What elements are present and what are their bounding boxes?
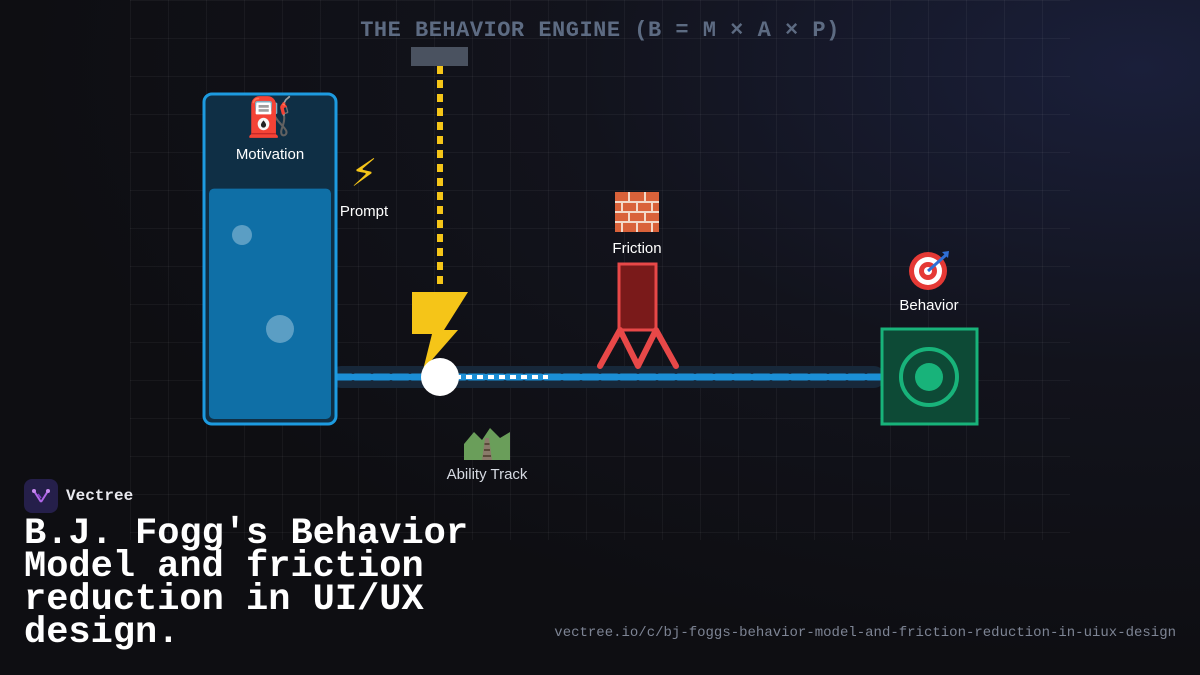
behavior-target [880,327,979,426]
target-icon [908,249,950,297]
brand-name: Vectree [66,487,134,505]
logo-icon [32,489,50,503]
motivation-fill [209,188,331,419]
article-url[interactable]: vectree.io/c/bj-foggs-behavior-model-and… [554,625,1176,641]
ability-track [330,366,885,388]
prompt-label: Prompt [339,203,389,220]
vectree-logo[interactable] [24,479,58,513]
prompt-anchor [411,47,468,66]
fuel-pump-icon: ⛽ [246,95,294,139]
friction-legs [597,327,679,369]
behavior-ball [421,358,459,396]
bubble [266,315,294,343]
behavior-label: Behavior [899,297,959,314]
prompt-bolt [412,292,468,370]
motivation-tank [202,92,338,426]
ability-track-label: Ability Track [446,466,528,483]
motivation-label: Motivation [235,146,305,163]
bubble [232,225,252,245]
railway-track-icon [464,424,510,466]
diagram-title: THE BEHAVIOR ENGINE (B = M × A × P) [360,18,840,43]
lightning-icon: ⚡ [350,151,378,195]
prompt-trigger [411,47,468,370]
article-headline: B.J. Fogg's Behavior Model and friction … [24,513,469,654]
friction-label: Friction [612,240,662,257]
friction-block [597,262,679,369]
brick-wall-icon [615,192,659,238]
